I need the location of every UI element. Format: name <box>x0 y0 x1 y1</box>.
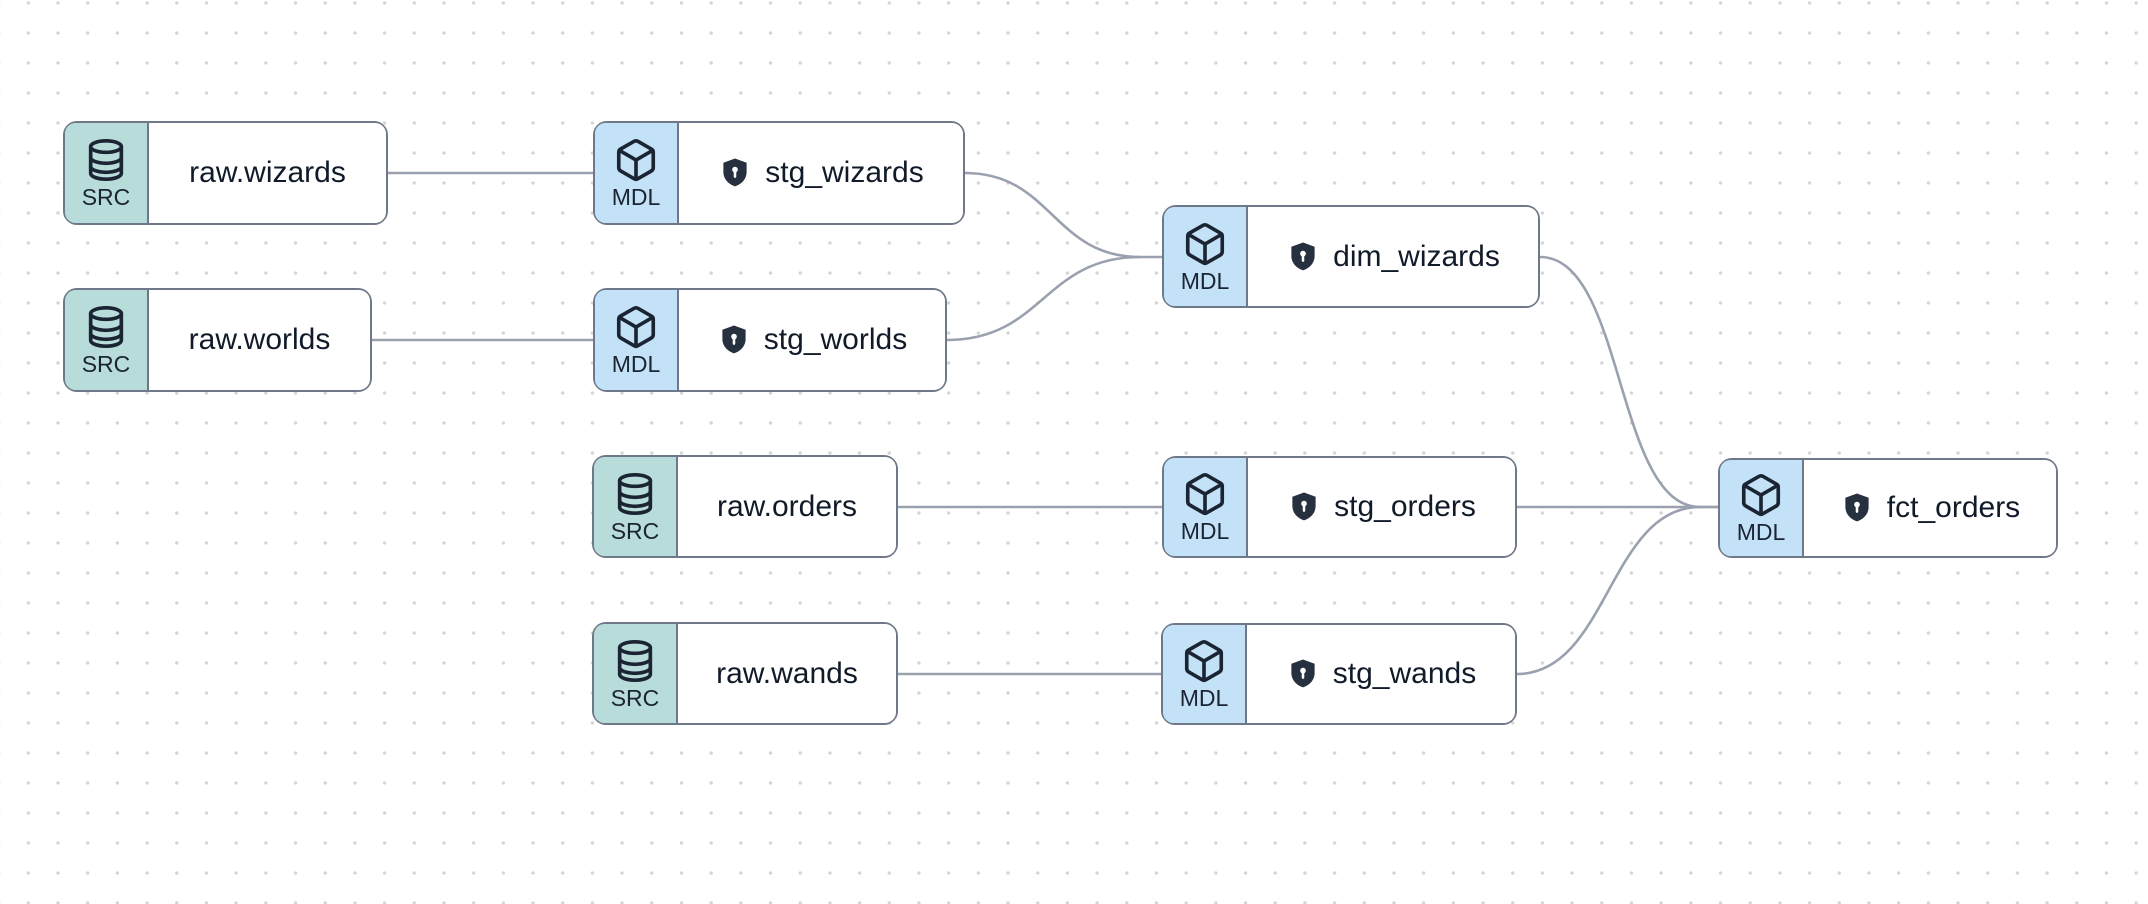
node-type-badge: MDL <box>595 290 679 390</box>
node-label: fct_orders <box>1886 491 2021 524</box>
node-label: raw.worlds <box>188 323 331 356</box>
node-type-badge: MDL <box>595 123 679 223</box>
node-raw-wizards[interactable]: SRC raw.wizards <box>63 121 388 225</box>
node-label: raw.wands <box>716 656 858 690</box>
node-label: stg_worlds <box>763 323 908 356</box>
cube-icon <box>1185 222 1225 265</box>
edge-stg-worlds-dim-wizards <box>945 255 1142 342</box>
node-type-badge: MDL <box>1720 460 1804 556</box>
shield-icon <box>1287 490 1321 524</box>
cube-icon <box>616 139 656 182</box>
node-type-badge: SRC <box>594 457 678 556</box>
shield-icon <box>1840 491 1874 525</box>
node-type-badge: SRC <box>594 624 678 723</box>
node-type-label: MDL <box>1736 519 1786 545</box>
shield-icon <box>717 323 751 357</box>
node-type-label: MDL <box>1180 267 1230 294</box>
cube-icon <box>1741 474 1781 517</box>
shield-icon <box>718 156 752 190</box>
node-type-badge: MDL <box>1163 625 1247 723</box>
node-type-label: SRC <box>610 684 660 711</box>
node-raw-wands[interactable]: SRC raw.wands <box>592 622 898 725</box>
cube-icon <box>1184 640 1224 683</box>
node-type-label: MDL <box>1179 685 1229 711</box>
node-type-label: MDL <box>611 351 661 377</box>
node-dim-wizards[interactable]: MDL dim_wizards <box>1162 205 1540 308</box>
node-stg-wands[interactable]: MDL stg_wands <box>1161 623 1517 725</box>
node-label: stg_wands <box>1332 657 1477 690</box>
node-stg-wizards[interactable]: MDL stg_wizards <box>593 121 965 225</box>
node-type-label: SRC <box>610 517 660 544</box>
node-stg-orders[interactable]: MDL stg_orders <box>1162 456 1517 558</box>
node-label: dim_wizards <box>1333 239 1500 273</box>
database-icon <box>617 472 653 515</box>
cube-icon <box>616 306 656 349</box>
node-type-badge: SRC <box>65 290 149 390</box>
node-label: stg_orders <box>1334 490 1476 523</box>
node-type-label: SRC <box>81 351 131 377</box>
node-type-badge: MDL <box>1164 207 1248 306</box>
database-icon <box>88 139 124 181</box>
shield-icon <box>1286 240 1320 274</box>
node-type-label: SRC <box>81 184 131 210</box>
edge-stg-wands-fct-orders <box>1515 505 1702 676</box>
node-stg-worlds[interactable]: MDL stg_worlds <box>593 288 947 392</box>
node-label: raw.wizards <box>189 156 346 189</box>
node-type-badge: SRC <box>65 123 149 223</box>
node-fct-orders[interactable]: MDL fct_orders <box>1718 458 2058 558</box>
database-icon <box>617 639 653 682</box>
node-type-badge: MDL <box>1164 458 1248 556</box>
node-raw-orders[interactable]: SRC raw.orders <box>592 455 898 558</box>
shield-icon <box>1286 657 1320 691</box>
node-label: stg_wizards <box>765 156 924 189</box>
node-type-label: MDL <box>611 184 661 210</box>
edge-dim-wizards-fct-orders <box>1538 255 1721 509</box>
node-label: raw.orders <box>716 489 858 523</box>
cube-icon <box>1185 473 1225 516</box>
node-raw-worlds[interactable]: SRC raw.worlds <box>63 288 372 392</box>
node-type-label: MDL <box>1180 518 1230 544</box>
database-icon <box>88 306 124 348</box>
edge-stg-wizards-dim-wizards <box>963 171 1165 259</box>
